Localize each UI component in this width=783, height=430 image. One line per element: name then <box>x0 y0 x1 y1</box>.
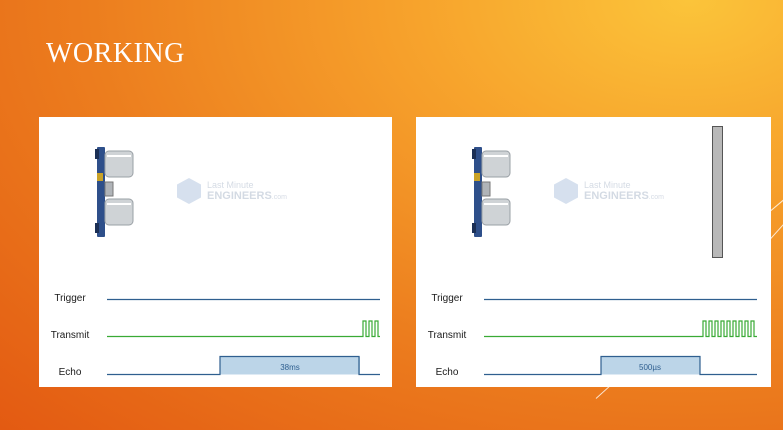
timing-panel-short-range: Last Minute ENGINEERS.com Trigger Transm… <box>39 117 392 387</box>
ultrasonic-sensor-icon <box>95 147 134 237</box>
watermark-line1: Last Minute <box>584 179 631 190</box>
watermark-line2: ENGINEERS <box>584 189 649 202</box>
echo-pulse <box>601 356 700 375</box>
echo-signal <box>484 355 757 376</box>
watermark-logo: Last Minute ENGINEERS.com <box>177 178 287 204</box>
echo-label: Echo <box>435 367 459 378</box>
watermark-suffix: .com <box>271 193 287 201</box>
watermark-line2: ENGINEERS <box>207 189 272 202</box>
trigger-label: Trigger <box>431 293 463 304</box>
timing-diagram: 38ms <box>107 298 380 376</box>
transmit-label: Transmit <box>50 330 90 341</box>
echo-signal <box>107 355 380 376</box>
watermark-logo: Last Minute ENGINEERS.com <box>554 178 664 204</box>
timing-diagram: 500µs <box>484 298 757 376</box>
transmit-signal <box>484 320 757 338</box>
echo-label: Echo <box>58 367 82 378</box>
slide-title: WORKING <box>46 38 185 69</box>
transmit-signal <box>107 320 380 338</box>
transmit-label: Transmit <box>427 330 467 341</box>
timing-panel-obstacle: Last Minute ENGINEERS.com Trigger Transm… <box>416 117 771 387</box>
echo-duration-label: 38ms <box>280 363 300 372</box>
trigger-label: Trigger <box>54 293 86 304</box>
obstacle-wall <box>712 126 723 258</box>
watermark-suffix: .com <box>648 193 664 201</box>
echo-pulse <box>220 356 360 375</box>
watermark-line1: Last Minute <box>207 179 254 190</box>
echo-duration-label: 500µs <box>639 363 661 372</box>
ultrasonic-sensor-icon <box>472 147 511 237</box>
